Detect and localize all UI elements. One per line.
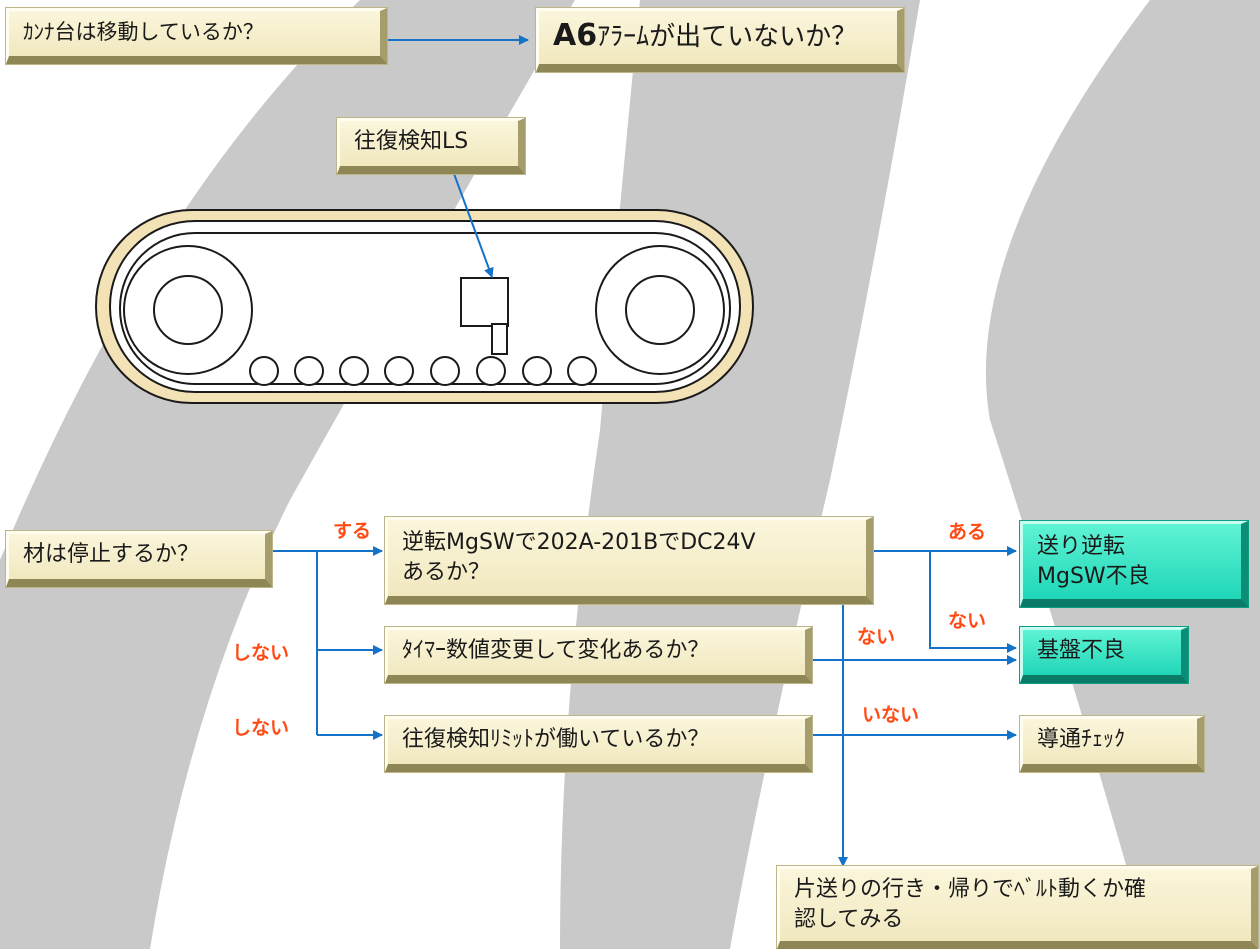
limit-working-box: 往復検知ﾘﾐｯﾄが働いているか？ xyxy=(385,716,812,772)
label-suru: する xyxy=(333,520,372,542)
one-way-line2: 認してみる xyxy=(794,907,904,932)
reciprocation-ls-box: 往復検知LS xyxy=(337,118,525,174)
label-inai: いない xyxy=(862,704,920,726)
continuity-check-text: 導通ﾁｪｯｸ xyxy=(1037,727,1126,752)
reverse-mgsw-line2: あるか？ xyxy=(402,560,491,585)
kanna-moving-text: ｶﾝﾅ台は移動しているか？ xyxy=(23,20,264,44)
a6-alarm-text: ｱﾗｰﾑが出ていないか？ xyxy=(597,22,858,52)
rollers xyxy=(249,356,597,386)
reciprocation-ls-text: 往復検知LS xyxy=(354,129,469,154)
label-shinai-timer: しない xyxy=(232,642,290,664)
feed-reverse-box: 送り逆転 MgSW不良 xyxy=(1020,521,1248,607)
kanna-moving-box: ｶﾝﾅ台は移動しているか？ xyxy=(6,8,387,64)
label-aru: ある xyxy=(948,521,987,543)
limit-switch-body xyxy=(460,277,509,327)
reverse-mgsw-line1: 逆転MgSWで202A-201BでDC24V xyxy=(402,530,756,555)
board-defect-text: 基盤不良 xyxy=(1037,638,1126,663)
a6-alarm-box: A6ｱﾗｰﾑが出ていないか？ xyxy=(536,8,904,72)
timer-change-box: ﾀｲﾏｰ数値変更して変化あるか？ xyxy=(385,627,812,683)
limit-switch-lever xyxy=(491,323,508,355)
continuity-check-box: 導通ﾁｪｯｸ xyxy=(1020,716,1204,772)
a6-code: A6 xyxy=(553,18,598,53)
feed-reverse-line1: 送り逆転 xyxy=(1037,534,1126,559)
limit-working-text: 往復検知ﾘﾐｯﾄが働いているか？ xyxy=(402,727,710,752)
left-pulley-inner xyxy=(153,275,223,345)
one-way-line1: 片送りの行き・帰りでﾍﾞﾙﾄ動くか確 xyxy=(794,877,1147,902)
board-defect-box: 基盤不良 xyxy=(1020,627,1188,683)
label-shinai-limit: しない xyxy=(232,717,290,739)
label-nai-reverse: ない xyxy=(948,610,987,632)
right-pulley-outer xyxy=(595,245,725,375)
material-stops-box: 材は停止するか？ xyxy=(6,531,272,587)
one-way-check-box: 片送りの行き・帰りでﾍﾞﾙﾄ動くか確 認してみる xyxy=(777,866,1258,949)
left-pulley-outer xyxy=(123,245,253,375)
material-stops-text: 材は停止するか？ xyxy=(23,542,200,567)
right-pulley-inner xyxy=(625,275,695,345)
label-nai-timer: ない xyxy=(857,626,896,648)
timer-change-text: ﾀｲﾏｰ数値変更して変化あるか？ xyxy=(402,638,710,663)
feed-reverse-line2: MgSW不良 xyxy=(1037,564,1150,589)
reverse-mgsw-box: 逆転MgSWで202A-201BでDC24V あるか？ xyxy=(385,517,873,604)
